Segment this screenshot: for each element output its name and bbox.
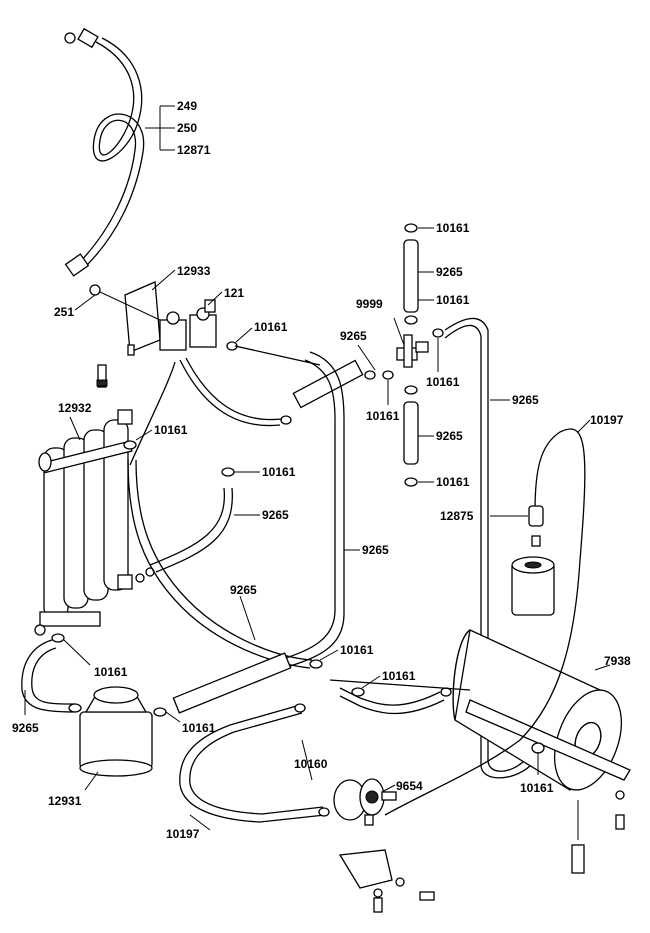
label-10161-a: 10161 (254, 320, 288, 334)
label-7938: 7938 (604, 654, 631, 668)
label-12871: 12871 (177, 143, 211, 157)
label-251: 251 (54, 305, 74, 319)
label-9265-diag: 9265 (230, 583, 257, 597)
label-9265-right: 9265 (512, 393, 539, 407)
label-12932: 12932 (58, 401, 92, 415)
label-10161-f: 10161 (154, 423, 188, 437)
label-10161-top: 10161 (436, 221, 470, 235)
label-12931: 12931 (48, 794, 82, 808)
callout-bracket-hose (145, 105, 175, 151)
label-9265-top: 9265 (436, 265, 463, 279)
label-10161-d: 10161 (426, 375, 460, 389)
label-9265-long: 9265 (362, 543, 389, 557)
supply-hose-assembly (64, 27, 145, 277)
fuel-filter-canister (79, 686, 153, 777)
label-10161-h: 10161 (94, 665, 128, 679)
label-10197-right: 10197 (590, 413, 624, 427)
label-9999: 9999 (356, 297, 383, 311)
label-250: 250 (177, 121, 197, 135)
label-9654: 9654 (396, 779, 423, 793)
fuel-pump-icon (333, 778, 397, 826)
label-10197-bottom: 10197 (166, 827, 200, 841)
fuel-filter-icon (38, 409, 155, 627)
label-10161-j: 10161 (520, 781, 554, 795)
tee-fitting (396, 334, 429, 368)
label-9265-mid: 9265 (340, 329, 367, 343)
label-9265-lower: 9265 (12, 721, 39, 735)
primer-reservoir (511, 556, 555, 616)
label-10161-g: 10161 (262, 465, 296, 479)
shutoff-valve-icon (89, 281, 217, 388)
label-9265-vert: 9265 (436, 429, 463, 443)
label-12933: 12933 (177, 264, 211, 278)
label-10160: 10160 (294, 757, 328, 771)
label-10161-l: 10161 (382, 669, 416, 683)
label-121: 121 (224, 286, 244, 300)
label-10161-e: 10161 (436, 475, 470, 489)
label-10161-c: 10161 (366, 409, 400, 423)
label-12875: 12875 (440, 509, 474, 523)
label-10161-b: 10161 (436, 293, 470, 307)
fuel-tank-icon (452, 629, 631, 830)
label-10161-k: 10161 (340, 643, 374, 657)
label-10161-i: 10161 (182, 721, 216, 735)
label-9265-left: 9265 (262, 508, 289, 522)
label-249: 249 (177, 99, 197, 113)
